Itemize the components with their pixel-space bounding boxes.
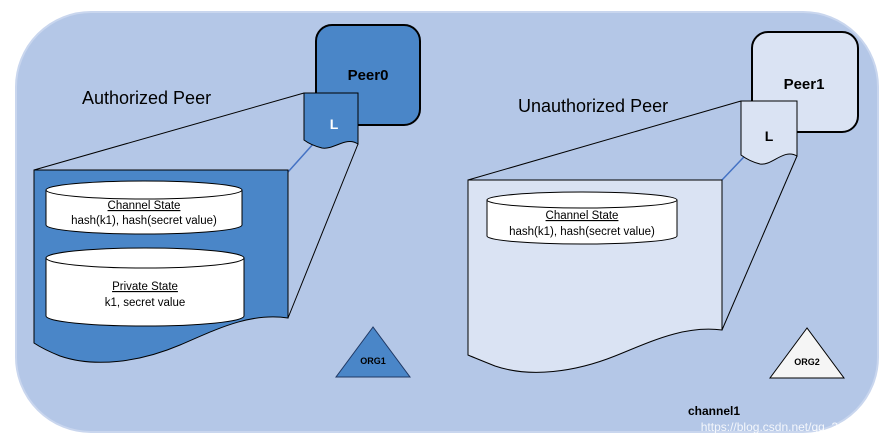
channel-label: channel1 (688, 404, 740, 418)
ledger-label-unauthorized: L (765, 128, 774, 144)
zoom-line-bottom-right-unauth (721, 155, 798, 331)
private-state-db (45, 247, 245, 327)
channel-state-value-unauthorized: hash(k1), hash(secret value) (509, 226, 655, 238)
channel-state-db-unauthorized (486, 191, 678, 245)
org2-triangle (769, 327, 845, 379)
org1-triangle (335, 326, 411, 378)
private-state-value: k1, secret value (105, 297, 186, 309)
private-state-title: Private State (112, 281, 178, 293)
channel-state-title-unauthorized: Channel State (546, 210, 619, 222)
ledger-doc-unauthorized (740, 100, 798, 165)
channel-state-value-authorized: hash(k1), hash(secret value) (71, 215, 217, 227)
watermark-text: https://blog.csdn.net/qq_31104725 (701, 420, 885, 434)
ledger-doc-authorized (303, 92, 359, 149)
ledger-label-authorized: L (330, 116, 339, 132)
zoom-line-top-left-unauth (467, 100, 742, 181)
channel-state-db-authorized (45, 180, 243, 235)
peer1-label: Peer1 (784, 76, 825, 93)
channel-state-title-authorized: Channel State (108, 200, 181, 212)
org2-label: ORG2 (794, 357, 820, 367)
org1-label: ORG1 (360, 356, 386, 366)
zoom-line-top-left (33, 92, 305, 171)
unauthorized-peer-title: Unauthorized Peer (518, 96, 668, 116)
authorized-peer-title: Authorized Peer (82, 88, 211, 108)
zoom-line-bottom-right (287, 143, 359, 319)
peer0-label: Peer0 (348, 67, 389, 84)
